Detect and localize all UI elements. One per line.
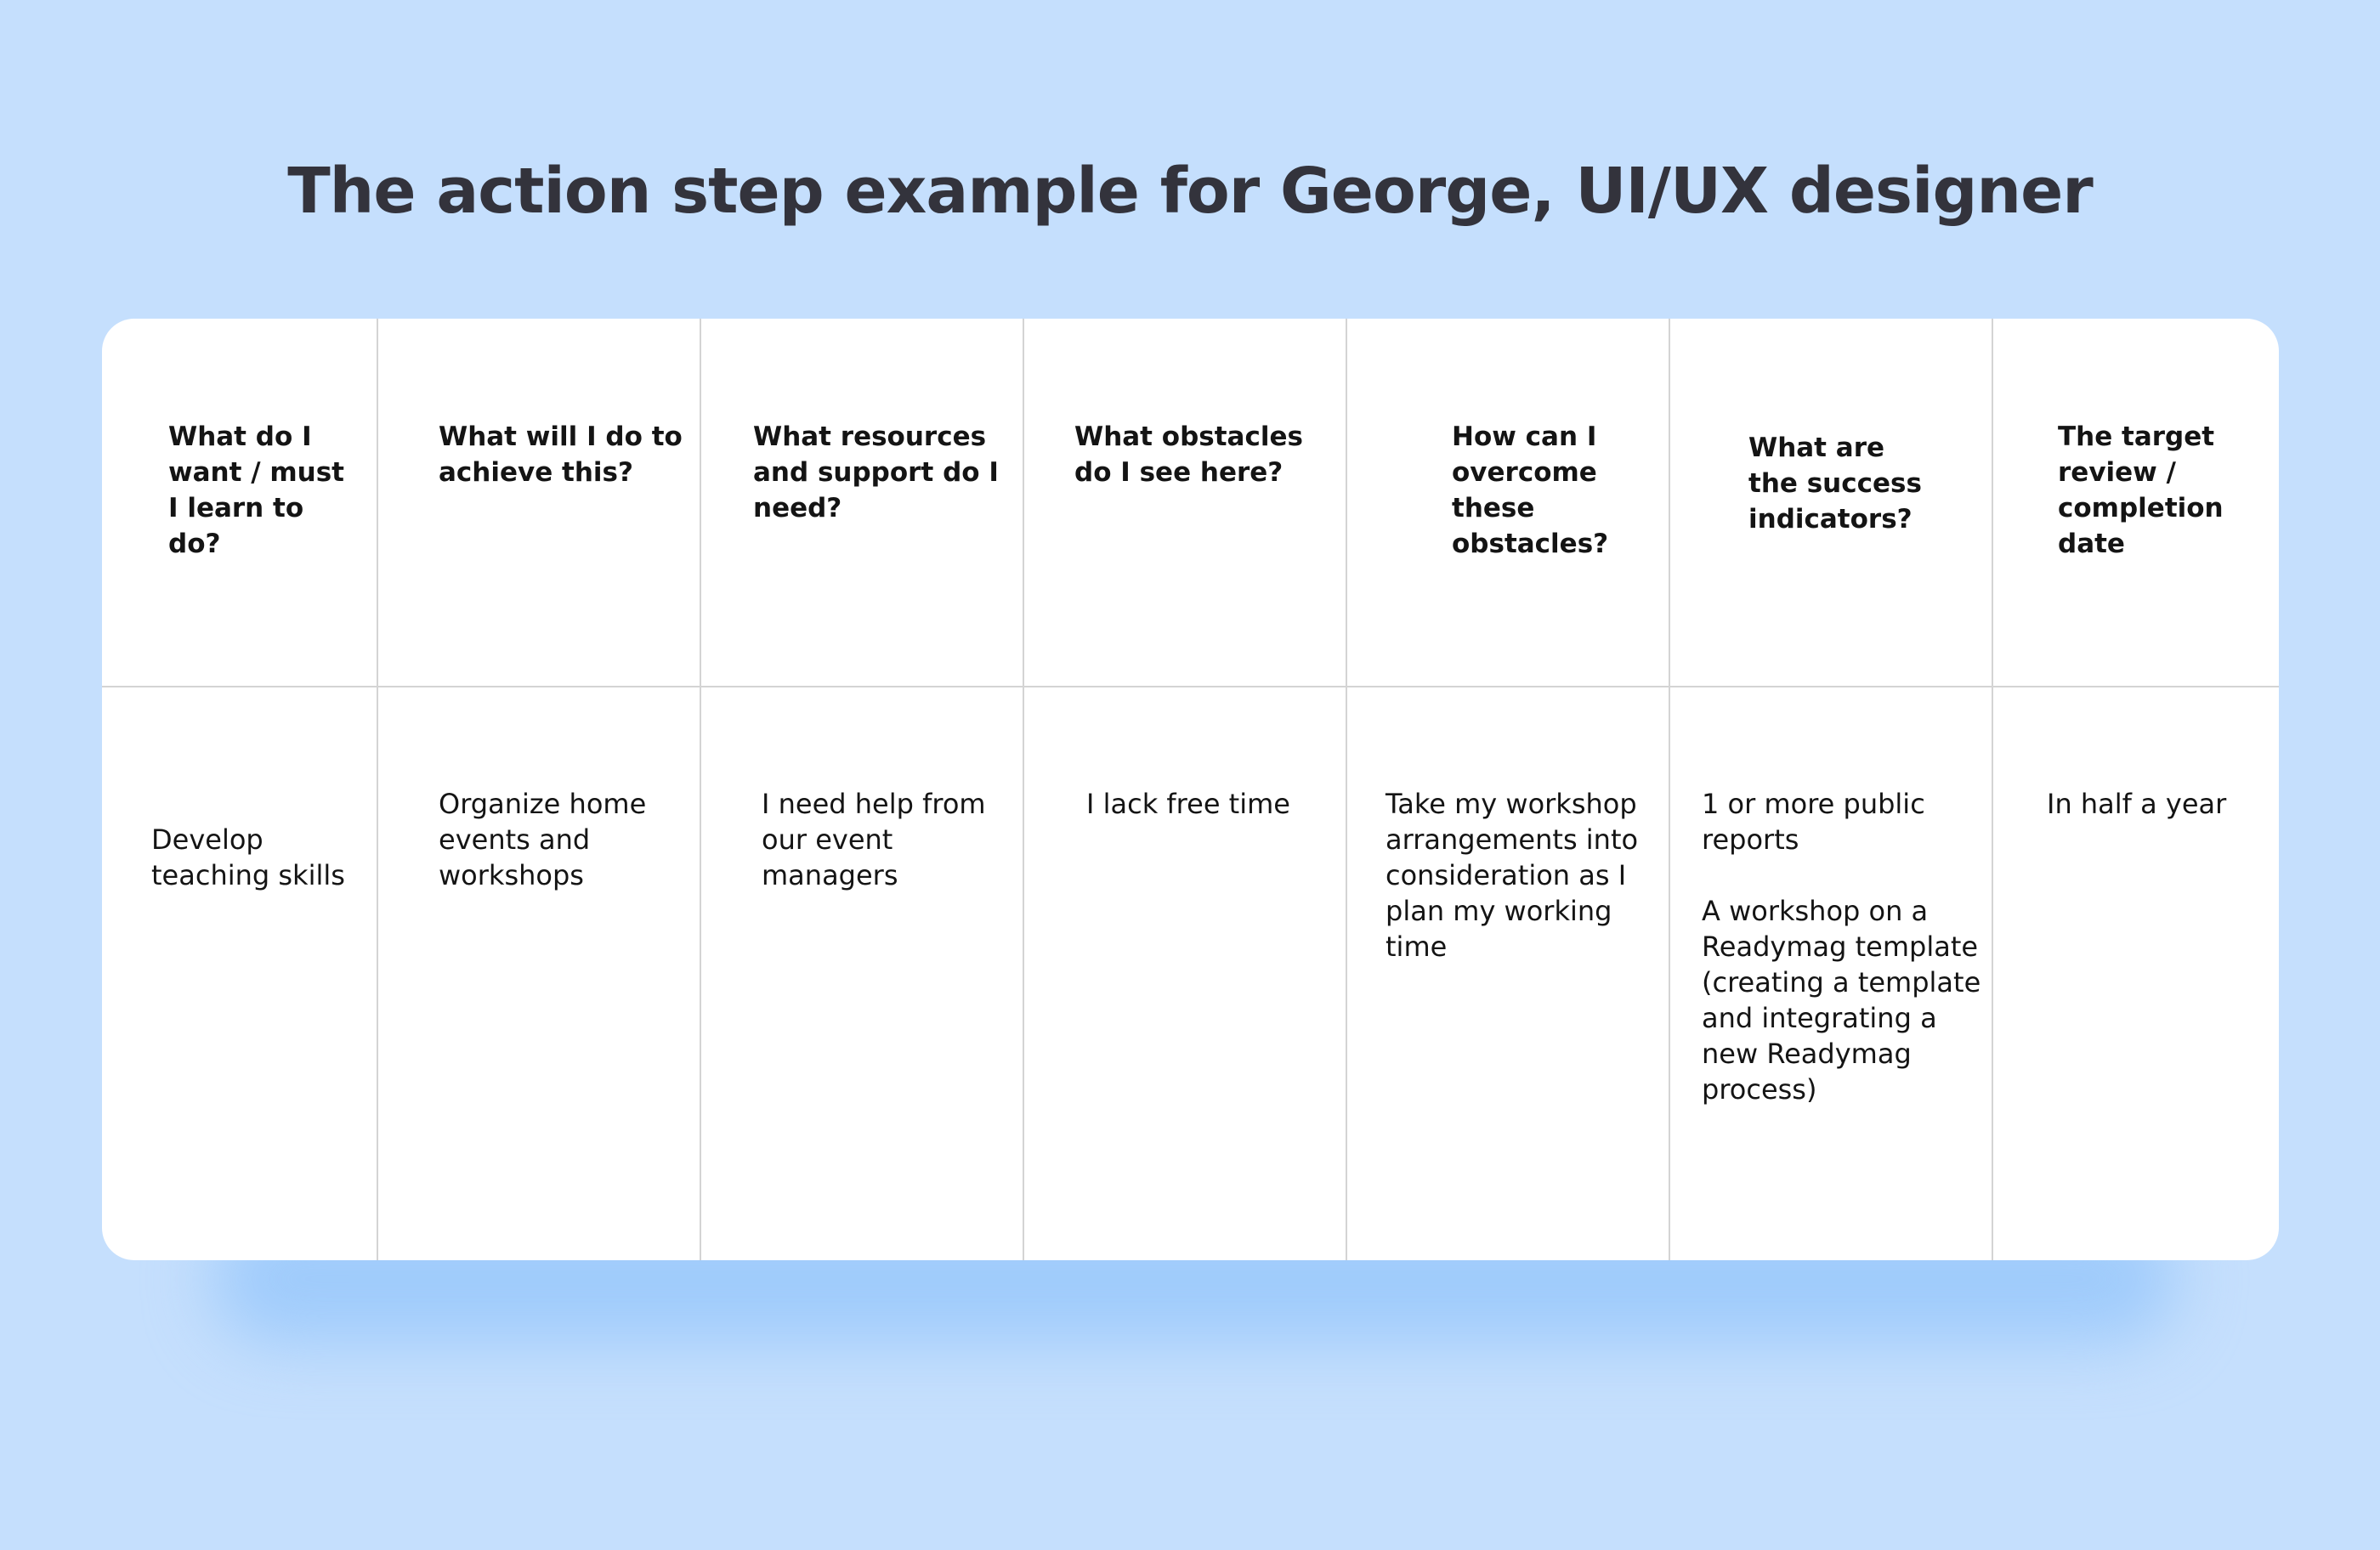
action-step-table: What do I want / must I learn to do? Wha… bbox=[102, 319, 2279, 1260]
header-actions: What will I do to achieve this? bbox=[439, 421, 683, 488]
header-divider bbox=[102, 686, 2279, 687]
column-divider bbox=[377, 319, 378, 1260]
column-divider bbox=[1669, 319, 1670, 1260]
column-divider bbox=[1346, 319, 1347, 1260]
cell-actions: Organize home events and workshops bbox=[439, 788, 647, 891]
cell-resources: I need help from our event managers bbox=[762, 788, 986, 891]
header-success-indicators: What are the success indicators? bbox=[1748, 433, 1922, 535]
column-divider bbox=[1023, 319, 1024, 1260]
cell-success-indicators: 1 or more public reports A workshop on a… bbox=[1702, 788, 1981, 1106]
cell-learning-goal: Develop teaching skills bbox=[151, 823, 345, 891]
column-divider bbox=[1992, 319, 1993, 1260]
cell-overcome: Take my workshop arrangements into consi… bbox=[1386, 788, 1639, 963]
header-target-date: The target review / completion date bbox=[2058, 421, 2224, 559]
cell-target-date: In half a year bbox=[2047, 788, 2227, 820]
header-learning-goal: What do I want / must I learn to do? bbox=[168, 421, 344, 559]
cell-obstacles: I lack free time bbox=[1086, 788, 1290, 820]
header-obstacles: What obstacles do I see here? bbox=[1074, 421, 1303, 488]
header-resources: What resources and support do I need? bbox=[753, 421, 999, 523]
header-overcome: How can I overcome these obstacles? bbox=[1452, 421, 1609, 559]
column-divider bbox=[700, 319, 701, 1260]
page-title: The action step example for George, UI/U… bbox=[287, 155, 2094, 228]
